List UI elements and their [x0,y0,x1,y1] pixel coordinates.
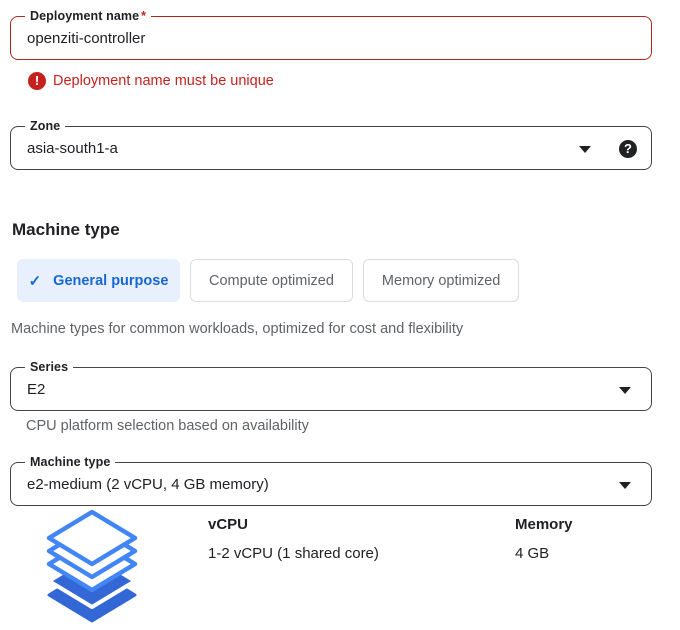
error-icon: ! [28,72,46,90]
tab-memory-optimized[interactable]: Memory optimized [362,259,520,302]
series-helper-text: CPU platform selection based on availabi… [26,418,309,434]
series-label: Series [25,359,74,376]
series-field[interactable]: Series E2 [10,359,652,411]
tab-label: Compute optimized [209,272,334,289]
zone-value: asia-south1-a [27,139,118,157]
machine-type-label: Machine type [25,454,116,471]
deployment-name-field[interactable]: Deployment name* [10,8,652,60]
spec-value-memory: 4 GB [515,545,550,562]
dropdown-arrow-icon[interactable] [619,482,631,489]
tab-label: General purpose [53,272,169,289]
required-asterisk: * [141,9,147,23]
machine-type-field[interactable]: Machine type e2-medium (2 vCPU, 4 GB mem… [10,454,652,506]
machine-type-heading: Machine type [12,220,120,239]
check-icon: ✓ [28,272,42,290]
machine-family-tabs: ✓ General purpose Compute optimized Memo… [17,259,520,302]
deployment-name-error: ! Deployment name must be unique [28,72,274,90]
dropdown-arrow-icon[interactable] [579,146,591,153]
zone-field[interactable]: Zone asia-south1-a ? [10,118,652,170]
deployment-name-input[interactable] [27,18,591,58]
help-icon[interactable]: ? [619,140,637,158]
spec-value-vcpu: 1-2 vCPU (1 shared core) [208,545,379,562]
layers-stack-icon [46,507,138,630]
spec-header-vcpu: vCPU [208,516,249,533]
tab-compute-optimized[interactable]: Compute optimized [190,259,353,302]
tab-general-purpose[interactable]: ✓ General purpose [17,259,180,302]
machine-type-value: e2-medium (2 vCPU, 4 GB memory) [27,475,269,493]
dropdown-arrow-icon[interactable] [619,387,631,394]
error-message: Deployment name must be unique [53,73,274,89]
zone-label: Zone [25,118,66,135]
machine-type-description: Machine types for common workloads, opti… [11,321,464,337]
spec-header-memory: Memory [515,516,573,533]
series-value: E2 [27,380,46,398]
tab-label: Memory optimized [381,272,501,289]
